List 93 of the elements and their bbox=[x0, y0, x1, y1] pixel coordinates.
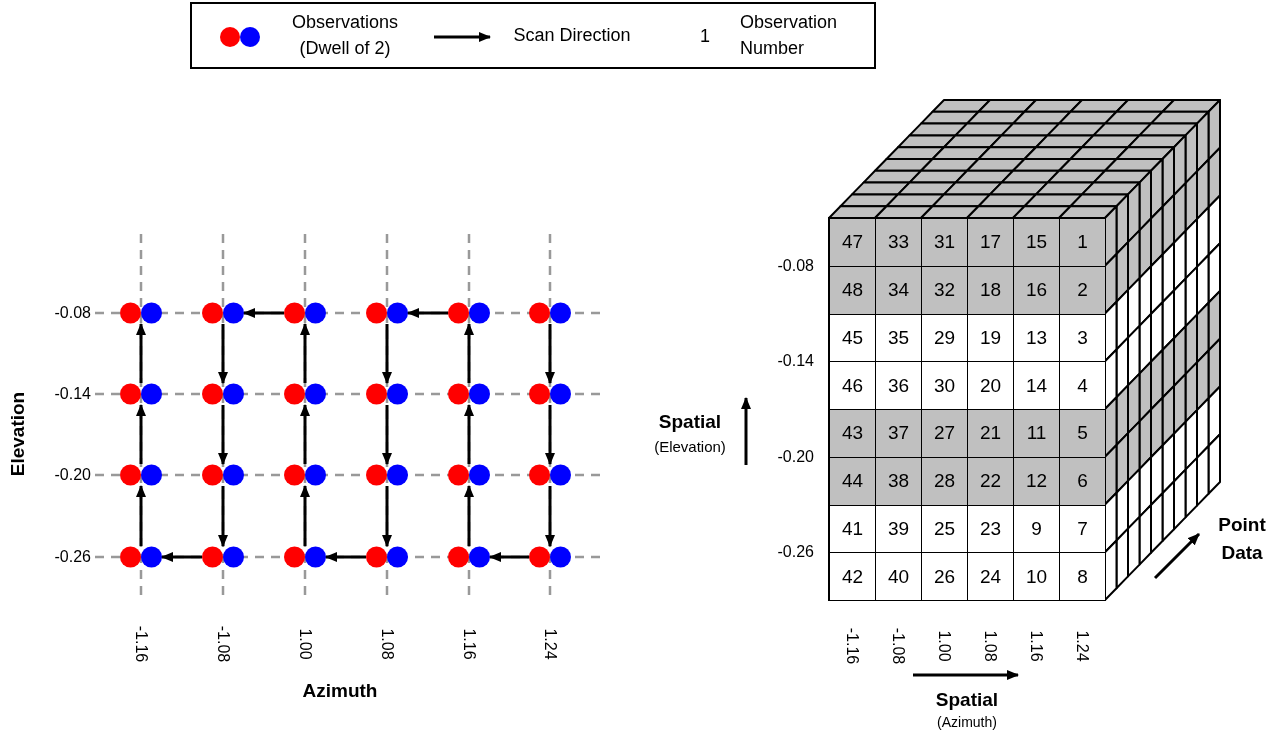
scan-arrow bbox=[136, 485, 146, 546]
table-cell: 32 bbox=[921, 265, 968, 315]
observation-dots bbox=[120, 302, 162, 324]
tick-label: -0.26 bbox=[776, 542, 814, 563]
scan-arrow bbox=[545, 324, 555, 384]
axis-title: Elevation bbox=[6, 390, 29, 479]
observation-number-sample: 1 bbox=[699, 25, 711, 47]
tick-label: -0.08 bbox=[53, 303, 91, 323]
scan-arrow bbox=[545, 405, 555, 465]
tick-label: -0.26 bbox=[53, 547, 91, 567]
table-cell: 22 bbox=[967, 456, 1014, 506]
scan-arrow bbox=[464, 485, 474, 546]
observation-dots bbox=[529, 546, 571, 568]
table-cell: 28 bbox=[921, 456, 968, 506]
tick-label: -0.20 bbox=[53, 465, 91, 485]
scan-arrow bbox=[218, 486, 228, 547]
scan-arrow bbox=[489, 552, 529, 562]
observation-dots bbox=[284, 383, 326, 405]
table-cell: 18 bbox=[967, 265, 1014, 315]
scan-arrow bbox=[545, 486, 555, 547]
axis-title: Spatial bbox=[657, 410, 723, 434]
observation-dots bbox=[366, 383, 408, 405]
table-cell: 27 bbox=[921, 409, 968, 458]
legend-label: Observation Number bbox=[740, 11, 839, 60]
observation-dots bbox=[448, 302, 490, 324]
observation-dots bbox=[284, 464, 326, 486]
observation-dots bbox=[448, 464, 490, 486]
scan-arrow bbox=[382, 486, 392, 547]
scan-arrow bbox=[161, 552, 202, 562]
axis-subtitle: (Elevation) bbox=[653, 437, 727, 455]
table-cell: 37 bbox=[875, 409, 922, 458]
axis-title: Point Data bbox=[1217, 513, 1267, 565]
observation-dots bbox=[448, 546, 490, 568]
table-cell: 16 bbox=[1013, 265, 1060, 315]
scan-arrow bbox=[218, 324, 228, 384]
tick-label: 1.00 bbox=[296, 627, 315, 662]
observation-dots bbox=[366, 464, 408, 486]
scan-arrow bbox=[300, 404, 310, 464]
observation-dots bbox=[366, 546, 408, 568]
observation-dots bbox=[448, 383, 490, 405]
observation-dots bbox=[202, 546, 244, 568]
observation-dots bbox=[366, 302, 408, 324]
observation-dots bbox=[529, 464, 571, 486]
tick-label: 1.08 bbox=[378, 627, 397, 662]
tick-label: 1.24 bbox=[541, 627, 560, 662]
scan-arrow bbox=[464, 404, 474, 464]
scan-arrow bbox=[464, 323, 474, 383]
observation-dots bbox=[529, 383, 571, 405]
scan-arrow bbox=[136, 404, 146, 464]
observation-dots bbox=[120, 546, 162, 568]
tick-label: 1.16 bbox=[460, 627, 479, 662]
tick-label: 1.00 bbox=[935, 629, 954, 664]
tick-label: -0.20 bbox=[776, 446, 814, 467]
table-cell: 11 bbox=[1013, 409, 1060, 458]
scan-arrow bbox=[407, 308, 448, 318]
table-cell: 21 bbox=[967, 409, 1014, 458]
scan-arrow bbox=[382, 405, 392, 465]
scan-arrow bbox=[382, 324, 392, 384]
observation-dots bbox=[284, 546, 326, 568]
scan-arrow bbox=[243, 308, 284, 318]
scan-arrow bbox=[218, 405, 228, 465]
tick-label: 1.16 bbox=[1027, 629, 1046, 664]
table-cell: 12 bbox=[1013, 456, 1060, 506]
observation-dots bbox=[202, 302, 244, 324]
scan-arrow bbox=[300, 323, 310, 383]
tick-label: -0.14 bbox=[53, 384, 91, 404]
table-cell: 48 bbox=[829, 265, 876, 315]
tick-label: -1.16 bbox=[132, 624, 151, 665]
tick-label: -0.14 bbox=[776, 351, 814, 372]
table-cell: 44 bbox=[829, 456, 876, 506]
tick-label: -1.16 bbox=[843, 626, 862, 667]
observation-dots bbox=[202, 464, 244, 486]
observation-dots bbox=[529, 302, 571, 324]
legend-label: Observations (Dwell of 2) bbox=[290, 11, 400, 60]
table-cell: 34 bbox=[875, 265, 922, 315]
observation-dots bbox=[120, 383, 162, 405]
table-cell: 38 bbox=[875, 456, 922, 506]
axis-subtitle: (Azimuth) bbox=[936, 713, 998, 731]
scan-arrow bbox=[136, 323, 146, 383]
tick-label: 1.08 bbox=[981, 629, 1000, 664]
tick-label: -1.08 bbox=[214, 624, 233, 665]
table-cell: 43 bbox=[829, 409, 876, 458]
legend-label: Scan Direction bbox=[512, 23, 632, 47]
axis-title: Azimuth bbox=[301, 679, 379, 703]
axis-title: Spatial bbox=[934, 688, 1000, 712]
observation-dots bbox=[284, 302, 326, 324]
observation-dots bbox=[202, 383, 244, 405]
tick-label: -1.08 bbox=[889, 626, 908, 667]
tick-label: 1.24 bbox=[1073, 629, 1092, 664]
tick-label: -0.08 bbox=[776, 255, 814, 276]
observation-dots bbox=[120, 464, 162, 486]
scan-arrow bbox=[325, 552, 366, 562]
scan-arrow bbox=[300, 485, 310, 546]
